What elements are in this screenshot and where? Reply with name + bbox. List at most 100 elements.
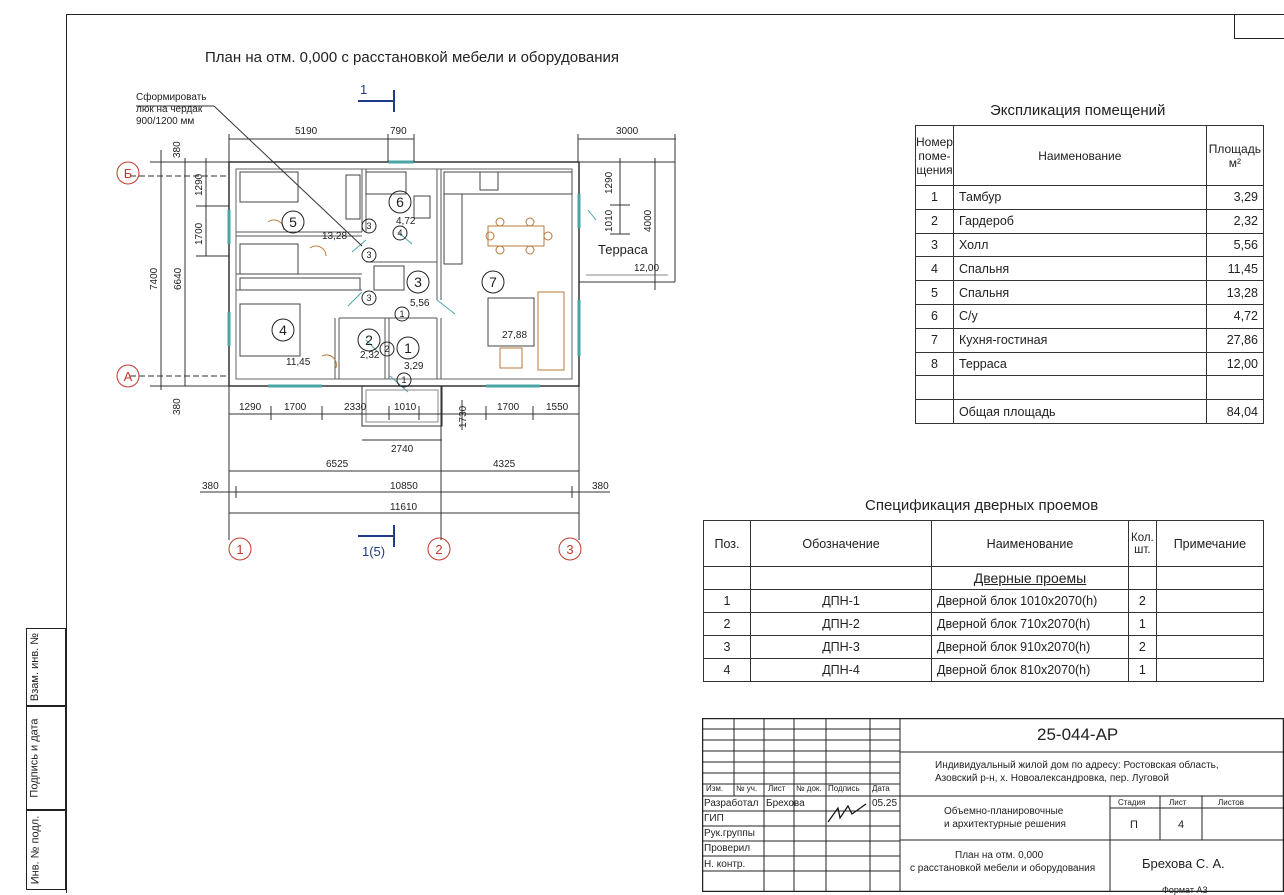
stamp-col-list: Лист (768, 784, 786, 793)
room-3-number: 3 (414, 274, 422, 290)
stamp-col-uch: № уч. (736, 784, 758, 793)
axis-bubbles (116, 161, 582, 561)
dim-right-1010: 1010 (604, 209, 615, 232)
door-mark-c: 3 (366, 250, 371, 260)
stamp-role-gip: ГИП (704, 813, 724, 824)
stamp-sheet: 4 (1178, 819, 1185, 831)
stamp-developer-name: Брехова (766, 798, 805, 809)
dim-bottom-1550: 1550 (546, 402, 569, 413)
stamp-role-norm: Н. контр. (704, 859, 746, 870)
plan-title: План на отм. 0,000 с расстановкой мебели… (205, 49, 620, 66)
axis-label-1: 1 (236, 542, 243, 557)
axis-label-a: А (124, 369, 133, 384)
room-4-area: 11,45 (286, 357, 311, 368)
doors-header-code: Обозначение (750, 520, 932, 567)
expl-header-area: Площадь м² (1205, 125, 1265, 186)
room-1-number: 1 (404, 340, 412, 356)
stamp-stage: П (1130, 819, 1138, 831)
room-2-area: 2,32 (360, 350, 380, 361)
explication-title: Экспликация помещений (990, 102, 1166, 119)
dim-top-5190: 5190 (295, 126, 318, 137)
terrace-area: 12,00 (634, 263, 659, 274)
doors-table: Поз. Обозначение Наименование Кол. шт. П… (703, 520, 1265, 682)
room-4-number: 4 (279, 322, 287, 338)
dim-bottom-380-right: 380 (592, 481, 609, 492)
room-7-area: 27,88 (502, 330, 527, 341)
stamp-project-line2: Азовский р-н, х. Новоалександровка, пер.… (935, 773, 1169, 784)
stamp-col-izm: Изм. (706, 784, 724, 793)
dim-porch-2740: 2740 (391, 444, 414, 455)
dim-bottom-11610: 11610 (390, 502, 418, 513)
axis-label-b: Б (124, 166, 133, 181)
room-6-number: 6 (396, 194, 404, 210)
section-label-bottom: 1(5) (362, 544, 385, 559)
dim-left-1290: 1290 (194, 173, 205, 196)
door-mark-f: 2 (384, 344, 389, 354)
dim-bottom-10850: 10850 (390, 481, 418, 492)
stamp-org: Брехова С. А. (1142, 856, 1225, 871)
dim-bottom-4325: 4325 (493, 459, 516, 470)
stamp-role-group: Рук.группы (704, 828, 755, 839)
door-mark-e: 1 (399, 309, 404, 319)
stamp-section-line1: Объемно-планировочные (944, 806, 1064, 817)
stamp-sheet-label: Лист (1169, 798, 1187, 807)
side-cell-inv-orig: Инв. № подл. (26, 810, 66, 890)
doors-title: Спецификация дверных проемов (865, 497, 1099, 514)
stamp-role-checked: Проверил (704, 843, 751, 854)
frame-corner-box (1234, 14, 1284, 39)
doors-header-pos: Поз. (703, 520, 751, 567)
room-2-number: 2 (365, 332, 373, 348)
dim-bottom-1010: 1010 (394, 402, 417, 413)
stamp-sheet-title-line1: План на отм. 0,000 (955, 850, 1044, 861)
room-7-number: 7 (489, 274, 497, 290)
room-1-area: 3,29 (404, 361, 424, 372)
dim-bottom-380-left: 380 (202, 481, 219, 492)
door-mark-g: 1 (401, 375, 406, 385)
expl-total-label: Общая площадь (952, 399, 1207, 424)
drawing-frame (66, 14, 1284, 893)
dim-left-1700: 1700 (194, 222, 205, 245)
dim-right-1290: 1290 (604, 171, 615, 194)
room-6-area: 4,72 (396, 216, 416, 227)
dim-bottom-1700-a: 1700 (284, 402, 307, 413)
axis-label-2: 2 (435, 542, 442, 557)
hatch-leader-line (213, 105, 363, 247)
dim-left-6640: 6640 (173, 267, 184, 290)
dim-bottom-1290: 1290 (239, 402, 262, 413)
dim-right-4000: 4000 (643, 209, 654, 232)
terrace-name: Терраса (598, 242, 649, 257)
stamp-col-doc: № док. (796, 784, 822, 793)
dim-left-7400: 7400 (149, 267, 160, 290)
room-number-circles (271, 190, 505, 388)
doors-header-qty: Кол. шт. (1128, 520, 1157, 567)
stamp-section-line2: и архитектурные решения (944, 819, 1066, 830)
door-mark-a: 3 (366, 221, 371, 231)
stamp-col-sign: Подпись (828, 784, 860, 793)
title-block-grid (702, 718, 1284, 892)
doors-group-label: Дверные проемы (931, 566, 1129, 590)
room-3-area: 5,56 (410, 298, 430, 309)
dim-left-380-top: 380 (172, 141, 183, 158)
dim-top-3000: 3000 (616, 126, 639, 137)
stamp-sheets-label: Листов (1218, 798, 1244, 807)
furniture (239, 171, 573, 371)
dim-left-380-bottom: 380 (172, 398, 183, 415)
section-label-top: 1 (360, 82, 367, 97)
explication-table: Номер поме- щения Наименование Площадь м… (915, 125, 1265, 424)
expl-header-name: Наименование (952, 125, 1207, 186)
axis-label-3: 3 (566, 542, 573, 557)
dim-top-790: 790 (390, 126, 407, 137)
door-mark-d: 3 (366, 293, 371, 303)
door-mark-b: 4 (397, 228, 402, 238)
dim-bottom-2330: 2330 (344, 402, 367, 413)
